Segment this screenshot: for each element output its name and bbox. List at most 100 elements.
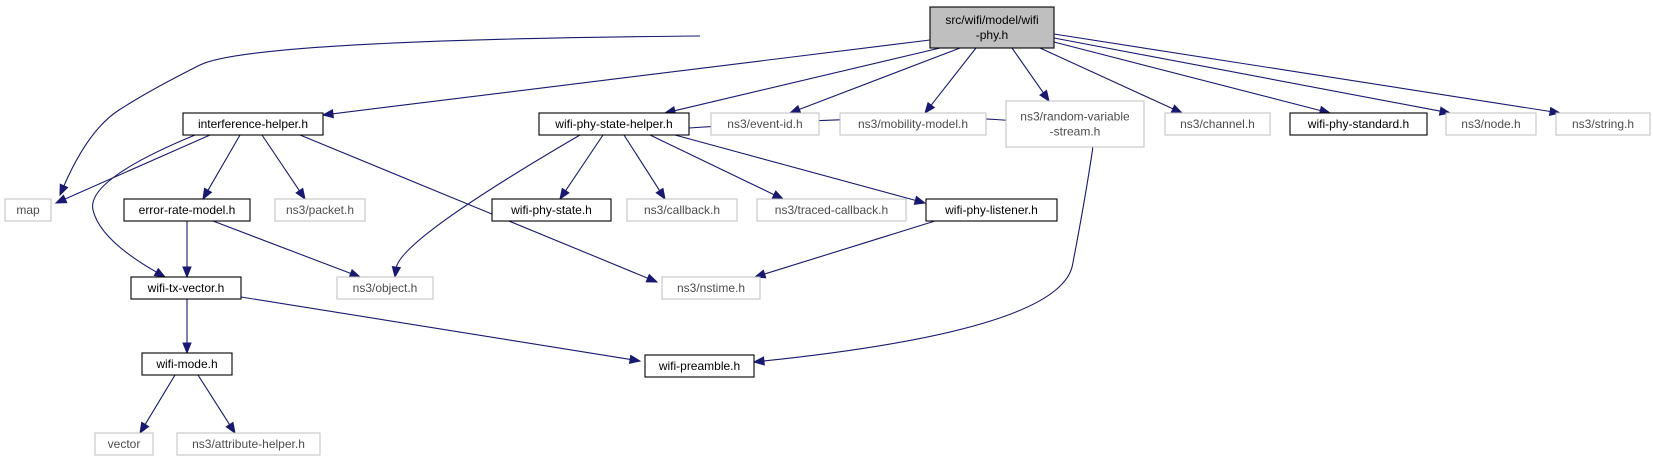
node-wifi-tx-vector-label: wifi-tx-vector.h	[147, 281, 225, 295]
edge-error-rate-model-to-wifi-tx-vector	[182, 221, 192, 279]
node-nstime-box	[661, 276, 761, 300]
node-nstime: ns3/nstime.h	[661, 276, 761, 300]
node-string: ns3/string.h	[1555, 112, 1651, 136]
node-vector-label: vector	[108, 437, 141, 451]
node-mobility-model-label: ns3/mobility-model.h	[858, 117, 968, 131]
node-vector: vector	[94, 432, 154, 456]
edge-wifi-tx-vector-to-wifi-preamble-arrowhead	[628, 354, 642, 365]
node-error-rate-model[interactable]: error-rate-model.h	[123, 198, 251, 222]
edge-interference-helper-to-map-line	[64, 134, 211, 200]
node-channel: ns3/channel.h	[1164, 112, 1271, 136]
node-wifi-tx-vector-box	[130, 276, 242, 300]
edge-root-to-mobility-model	[924, 47, 977, 115]
edge-root-to-map	[59, 35, 701, 197]
edge-wifi-phy-state-helper-to-object	[391, 134, 581, 279]
node-wifi-preamble-label: wifi-preamble.h	[658, 359, 740, 373]
node-wifi-phy-state[interactable]: wifi-phy-state.h	[491, 198, 612, 222]
edge-wifi-mode-to-vector	[139, 374, 176, 435]
edge-root-to-event-id-line	[798, 47, 961, 111]
node-wifi-phy-state-helper-box	[538, 112, 690, 136]
node-wifi-phy-standard-label: wifi-phy-standard.h	[1307, 117, 1409, 131]
node-mobility-model: ns3/mobility-model.h	[839, 112, 987, 136]
edge-root-to-interference-helper-arrowhead	[321, 109, 335, 119]
node-traced-callback-box	[756, 198, 907, 222]
edge-interference-helper-to-packet	[261, 134, 306, 201]
node-channel-label: ns3/channel.h	[1180, 117, 1255, 131]
edge-interference-helper-to-nstime	[299, 134, 659, 283]
node-packet-box	[274, 198, 366, 222]
node-root-box	[929, 6, 1055, 49]
edge-interference-helper-to-nstime-arrowhead	[645, 273, 659, 283]
node-interference-helper-box	[182, 112, 324, 136]
node-attribute-helper: ns3/attribute-helper.h	[176, 432, 321, 456]
node-root[interactable]: src/wifi/model/wifi-phy.h	[929, 6, 1055, 49]
edge-interference-helper-to-map	[54, 134, 211, 204]
edge-wifi-phy-state-helper-to-wifi-phy-listener-arrowhead	[913, 195, 927, 205]
edge-root-to-string-line	[1053, 33, 1552, 113]
edge-wifi-mode-to-attribute-helper	[197, 374, 236, 435]
edge-wifi-phy-state-helper-to-wifi-preamble-line	[688, 117, 1094, 362]
node-node-box	[1445, 112, 1537, 136]
node-string-box	[1555, 112, 1651, 136]
edge-root-to-random-variable-stream	[1011, 47, 1050, 103]
edge-wifi-phy-state-helper-to-wifi-preamble-arrowhead	[752, 356, 765, 366]
edge-wifi-phy-state-helper-to-wifi-phy-listener	[674, 134, 927, 205]
node-wifi-mode-box	[141, 352, 233, 376]
node-string-label: ns3/string.h	[1572, 117, 1634, 131]
node-map: map	[4, 198, 52, 222]
edge-interference-helper-to-error-rate-model-arrowhead	[202, 187, 213, 201]
edge-wifi-phy-state-helper-to-traced-callback	[649, 134, 785, 200]
edge-root-to-mobility-model-arrowhead	[924, 101, 936, 115]
node-interference-helper[interactable]: interference-helper.h	[182, 112, 324, 136]
node-wifi-tx-vector[interactable]: wifi-tx-vector.h	[130, 276, 242, 300]
edge-interference-helper-to-map-arrowhead	[54, 194, 68, 204]
node-wifi-preamble[interactable]: wifi-preamble.h	[644, 354, 755, 378]
node-wifi-phy-standard[interactable]: wifi-phy-standard.h	[1289, 112, 1428, 136]
edge-root-to-map-line	[63, 35, 701, 187]
edge-root-to-event-id	[788, 47, 961, 114]
edge-wifi-phy-state-helper-to-traced-callback-line	[649, 134, 776, 196]
edge-wifi-tx-vector-to-wifi-preamble-line	[240, 296, 632, 361]
node-packet: ns3/packet.h	[274, 198, 366, 222]
edge-wifi-phy-state-helper-to-object-arrowhead	[391, 265, 402, 279]
edge-root-to-channel-line	[1039, 47, 1175, 110]
edge-root-to-random-variable-stream-line	[1011, 47, 1045, 94]
node-random-variable-stream: ns3/random-variable-stream.h	[1005, 100, 1145, 148]
edge-root-to-node-line	[1053, 37, 1442, 112]
node-wifi-phy-state-helper-label: wifi-phy-state-helper.h	[554, 117, 672, 131]
node-random-variable-stream-label-line-1: ns3/random-variable	[1020, 110, 1130, 124]
node-event-id-box	[710, 112, 820, 136]
node-wifi-phy-state-box	[491, 198, 612, 222]
edge-root-to-wifi-phy-state-helper-line	[673, 47, 941, 112]
node-wifi-phy-listener[interactable]: wifi-phy-listener.h	[925, 198, 1058, 222]
node-event-id-label: ns3/event-id.h	[727, 117, 802, 131]
graph-edges	[54, 33, 1562, 435]
node-map-box	[4, 198, 52, 222]
node-wifi-mode-label: wifi-mode.h	[155, 357, 217, 371]
node-object-box	[336, 276, 434, 300]
node-node-label: ns3/node.h	[1461, 117, 1520, 131]
edge-wifi-phy-listener-to-nstime-line	[763, 220, 936, 275]
node-root-label-line-1: src/wifi/model/wifi	[945, 13, 1038, 27]
edge-interference-helper-to-wifi-tx-vector-arrowhead	[153, 267, 167, 278]
node-wifi-phy-standard-box	[1289, 112, 1428, 136]
edge-root-to-interference-helper-line	[331, 39, 931, 115]
node-wifi-mode[interactable]: wifi-mode.h	[141, 352, 233, 376]
edge-wifi-phy-state-helper-to-wifi-phy-state-arrowhead	[559, 187, 570, 201]
node-object-label: ns3/object.h	[353, 281, 418, 295]
node-channel-box	[1164, 112, 1271, 136]
node-wifi-phy-state-label: wifi-phy-state.h	[510, 203, 592, 217]
edge-wifi-phy-state-helper-to-object-line	[395, 134, 581, 269]
edge-root-to-random-variable-stream-arrowhead	[1039, 89, 1050, 103]
node-wifi-phy-state-helper[interactable]: wifi-phy-state-helper.h	[538, 112, 690, 136]
edge-wifi-phy-state-helper-to-callback	[623, 134, 666, 201]
edge-root-to-channel-arrowhead	[1170, 104, 1184, 114]
node-error-rate-model-label: error-rate-model.h	[139, 203, 236, 217]
edge-wifi-mode-to-attribute-helper-line	[197, 374, 231, 426]
edge-wifi-phy-state-helper-to-wifi-phy-listener-line	[674, 134, 917, 202]
edge-interference-helper-to-error-rate-model-line	[207, 134, 241, 192]
edge-wifi-phy-state-helper-to-wifi-phy-state-line	[564, 134, 604, 192]
edge-wifi-phy-listener-to-nstime	[753, 220, 936, 279]
edge-error-rate-model-to-object-line	[212, 220, 352, 275]
